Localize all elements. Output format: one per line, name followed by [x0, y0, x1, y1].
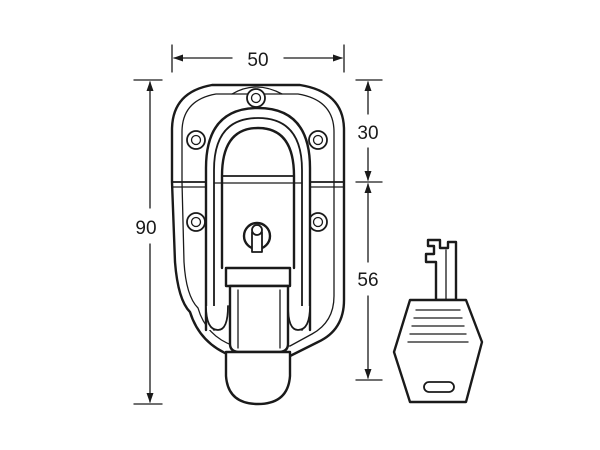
- keyhole-icon: [242, 221, 272, 253]
- rivet-upper-left-icon: [186, 130, 206, 150]
- key-icon: [392, 238, 484, 404]
- dimension-label-56: 56: [357, 270, 378, 291]
- rivet-upper-right-icon: [308, 130, 328, 150]
- rivets: [186, 88, 328, 232]
- rivet-top-icon: [246, 88, 266, 108]
- dimension-label-90: 90: [135, 218, 156, 239]
- dimension-height-upper: 30: [355, 79, 383, 183]
- dimension-height-total: 90: [133, 79, 163, 405]
- dimension-height-lower: 56: [355, 183, 383, 381]
- rivet-lower-right-icon: [308, 212, 328, 232]
- dimension-label-50: 50: [247, 50, 268, 71]
- dimension-label-30: 30: [357, 123, 378, 144]
- rivet-lower-left-icon: [186, 212, 206, 232]
- dimension-width-top: 50: [171, 44, 345, 73]
- latch-lever: [224, 266, 292, 406]
